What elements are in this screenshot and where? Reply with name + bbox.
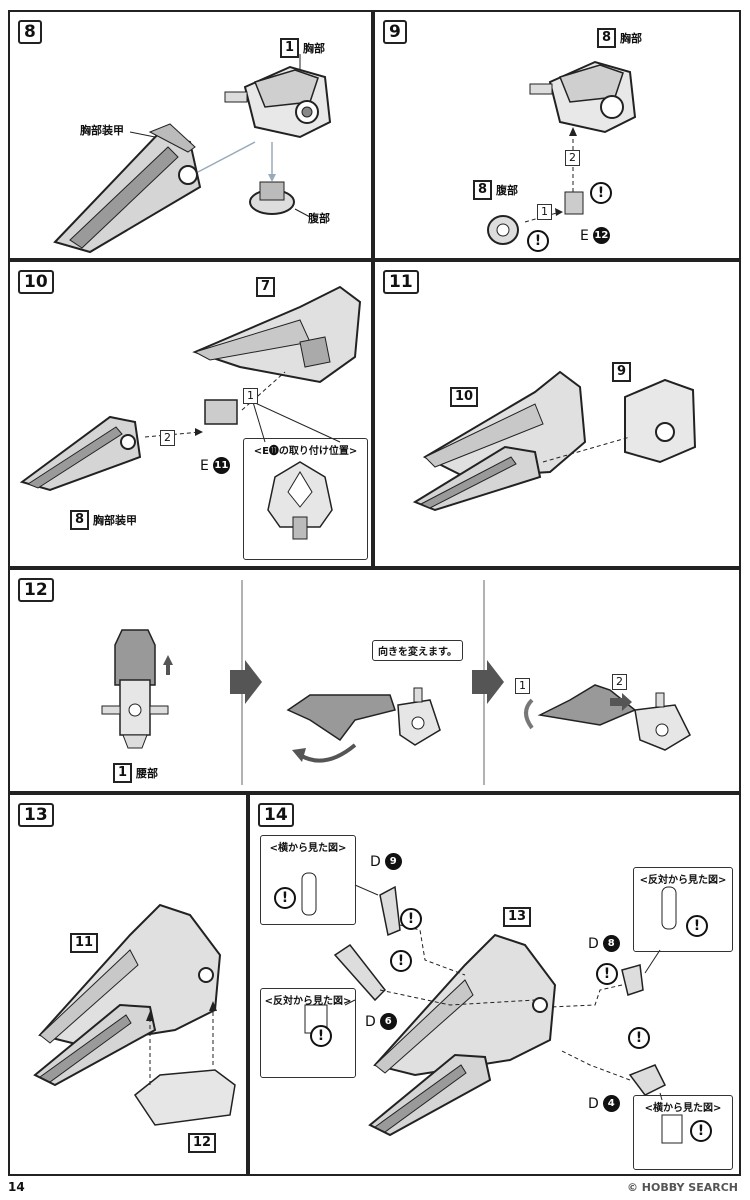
step-14-illustration	[301, 872, 683, 1144]
step-number: 11	[383, 270, 419, 294]
step-11-illustration	[412, 370, 697, 512]
part-label-11: 11	[70, 933, 99, 953]
step-number: 12	[18, 578, 54, 602]
caution-icon: !	[686, 915, 708, 937]
step-13-panel: 13 11 12	[8, 793, 248, 1176]
caution-icon: !	[596, 963, 618, 985]
order-marker-2: 2	[160, 430, 175, 446]
caution-icon: !	[274, 887, 296, 909]
caution-icon: !	[400, 908, 422, 930]
watermark: © HOBBY SEARCH	[626, 1181, 738, 1194]
page-number: 14	[8, 1180, 25, 1194]
part-label-9: 9	[612, 362, 632, 382]
caution-icon: !	[590, 182, 612, 204]
caution-icon: !	[527, 230, 549, 252]
step-11-panel: 11 10 9	[373, 260, 741, 568]
part-label-7: 7	[256, 277, 276, 297]
attach-position-callout: <E⓫の取り付け位置>	[243, 438, 368, 560]
part-label-10: 10	[450, 387, 479, 407]
step-10-illustration	[19, 285, 362, 540]
opposite-view-callout-2: <反対から見た図>	[633, 867, 733, 952]
order-marker-1: 1	[537, 204, 552, 220]
side-view-callout-2: <横から見た図>	[633, 1095, 733, 1170]
side-view-callout: <横から見た図>	[260, 835, 356, 925]
opposite-view-callout: <反対から見た図>	[260, 988, 356, 1078]
part-label-13: 13	[503, 907, 532, 927]
part-label-chest-armor: 胸部装甲	[80, 124, 124, 137]
part-label-waist: 腹部	[308, 212, 330, 225]
step-number: 14	[258, 803, 294, 827]
order-marker-1: 1	[243, 388, 258, 404]
step-number: 13	[18, 803, 54, 827]
caution-icon: !	[628, 1027, 650, 1049]
step-number: 9	[383, 20, 407, 44]
turn-note-bubble: 向きを変えます。	[372, 640, 463, 661]
step-8-illustration	[53, 54, 332, 254]
caution-icon: !	[310, 1025, 332, 1047]
step-13-illustration	[33, 903, 236, 1126]
caution-icon: !	[390, 950, 412, 972]
order-marker-1: 1	[515, 678, 530, 694]
callout-title: <E⓫の取り付け位置>	[253, 446, 358, 457]
step-12-illustration	[101, 580, 691, 785]
step-number: 10	[18, 270, 54, 294]
caution-icon: !	[690, 1120, 712, 1142]
order-marker-2: 2	[565, 150, 580, 166]
step-number: 8	[18, 20, 42, 44]
step-14-panel: 14 <横から見た図> <反対から見た図> <反対から見た図>	[248, 793, 741, 1176]
step-9-illustration	[487, 60, 637, 245]
order-marker-2: 2	[612, 674, 627, 690]
part-label-12: 12	[188, 1133, 217, 1153]
